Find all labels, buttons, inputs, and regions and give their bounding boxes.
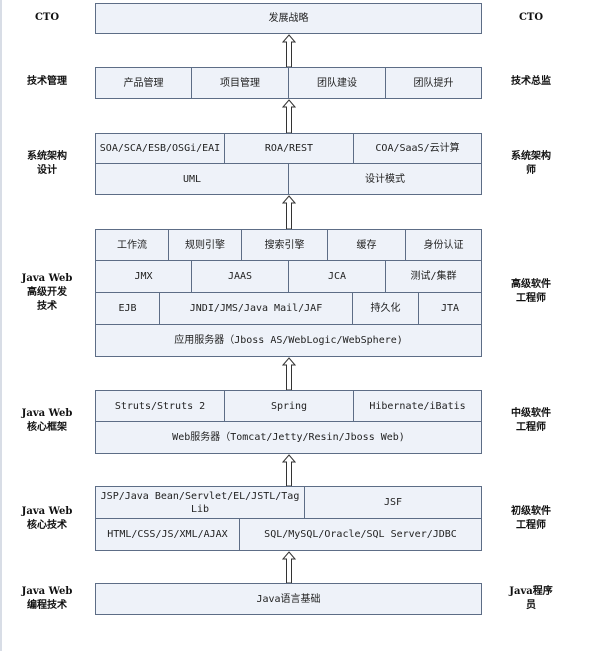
left-label-sys-arch: 系统架构 设计 <box>27 151 67 176</box>
cell-app-server: 应用服务器（Jboss AS/WebLogic/WebSphere) <box>95 324 482 357</box>
up-arrow-icon <box>282 99 296 133</box>
cell-strategy: 发展战略 <box>95 3 482 34</box>
cell-soa: SOA/SCA/ESB/OSGi/EAI <box>95 133 225 164</box>
cell-test-cluster: 测试/集群 <box>385 260 482 293</box>
cell-jca: JCA <box>288 260 386 293</box>
cell-workflow: 工作流 <box>95 229 169 261</box>
cell-cache: 缓存 <box>327 229 406 261</box>
cell-rule-engine: 规则引擎 <box>168 229 242 261</box>
cell-project-mgmt: 项目管理 <box>191 67 289 99</box>
cell-product-mgmt: 产品管理 <box>95 67 192 99</box>
cell-jmx: JMX <box>95 260 192 293</box>
left-label-cto: CTO <box>34 12 60 23</box>
cell-jta: JTA <box>418 292 482 325</box>
cell-design-patterns: 设计模式 <box>288 163 482 195</box>
left-label-jw-advanced: Java Web 高级开发 技术 <box>21 273 73 312</box>
left-label-jw-framework: Java Web 核心框架 <box>21 408 73 433</box>
cell-web-server: Web服务器（Tomcat/Jetty/Resin/Jboss Web) <box>95 421 482 454</box>
up-arrow-icon <box>282 34 296 67</box>
cell-sql: SQL/MySQL/Oracle/SQL Server/JDBC <box>239 518 482 551</box>
right-label-senior-engineer: 高级软件 工程师 <box>511 279 551 304</box>
cell-jsp: JSP/Java Bean/Servlet/EL/JSTL/Tag Lib <box>95 486 305 519</box>
cell-hibernate: Hibernate/iBatis <box>353 390 482 422</box>
up-arrow-icon <box>282 357 296 390</box>
cell-team-improve: 团队提升 <box>385 67 482 99</box>
right-label-architect: 系统架构 师 <box>511 151 551 176</box>
left-page-edge <box>0 0 2 651</box>
left-label-jw-core: Java Web 核心技术 <box>21 506 73 531</box>
cell-jsf: JSF <box>304 486 482 519</box>
up-arrow-icon <box>282 551 296 583</box>
right-label-mid-engineer: 中级软件 工程师 <box>511 408 551 433</box>
cell-uml: UML <box>95 163 289 195</box>
cell-struts: Struts/Struts 2 <box>95 390 225 422</box>
cell-jndi: JNDI/JMS/Java Mail/JAF <box>159 292 353 325</box>
left-label-jw-programming: Java Web 编程技术 <box>21 586 73 611</box>
cell-search-engine: 搜索引擎 <box>241 229 328 261</box>
cell-team-building: 团队建设 <box>288 67 386 99</box>
cell-java-basics: Java语言基础 <box>95 583 482 615</box>
right-label-junior-engineer: 初级软件 工程师 <box>511 506 551 531</box>
cell-spring: Spring <box>224 390 354 422</box>
cell-jaas: JAAS <box>191 260 289 293</box>
left-label-tech-mgmt: 技术管理 <box>27 76 67 87</box>
cell-roa: ROA/REST <box>224 133 354 164</box>
cell-html: HTML/CSS/JS/XML/AJAX <box>95 518 240 551</box>
up-arrow-icon <box>282 454 296 486</box>
up-arrow-icon <box>282 195 296 229</box>
cell-ejb: EJB <box>95 292 160 325</box>
right-label-cto: CTO <box>518 12 544 23</box>
right-label-tech-director: 技术总监 <box>511 76 551 87</box>
cell-auth: 身份认证 <box>405 229 482 261</box>
cell-persistence: 持久化 <box>352 292 419 325</box>
right-label-java-programmer: Java程序 员 <box>509 586 553 611</box>
cell-coa: COA/SaaS/云计算 <box>353 133 482 164</box>
